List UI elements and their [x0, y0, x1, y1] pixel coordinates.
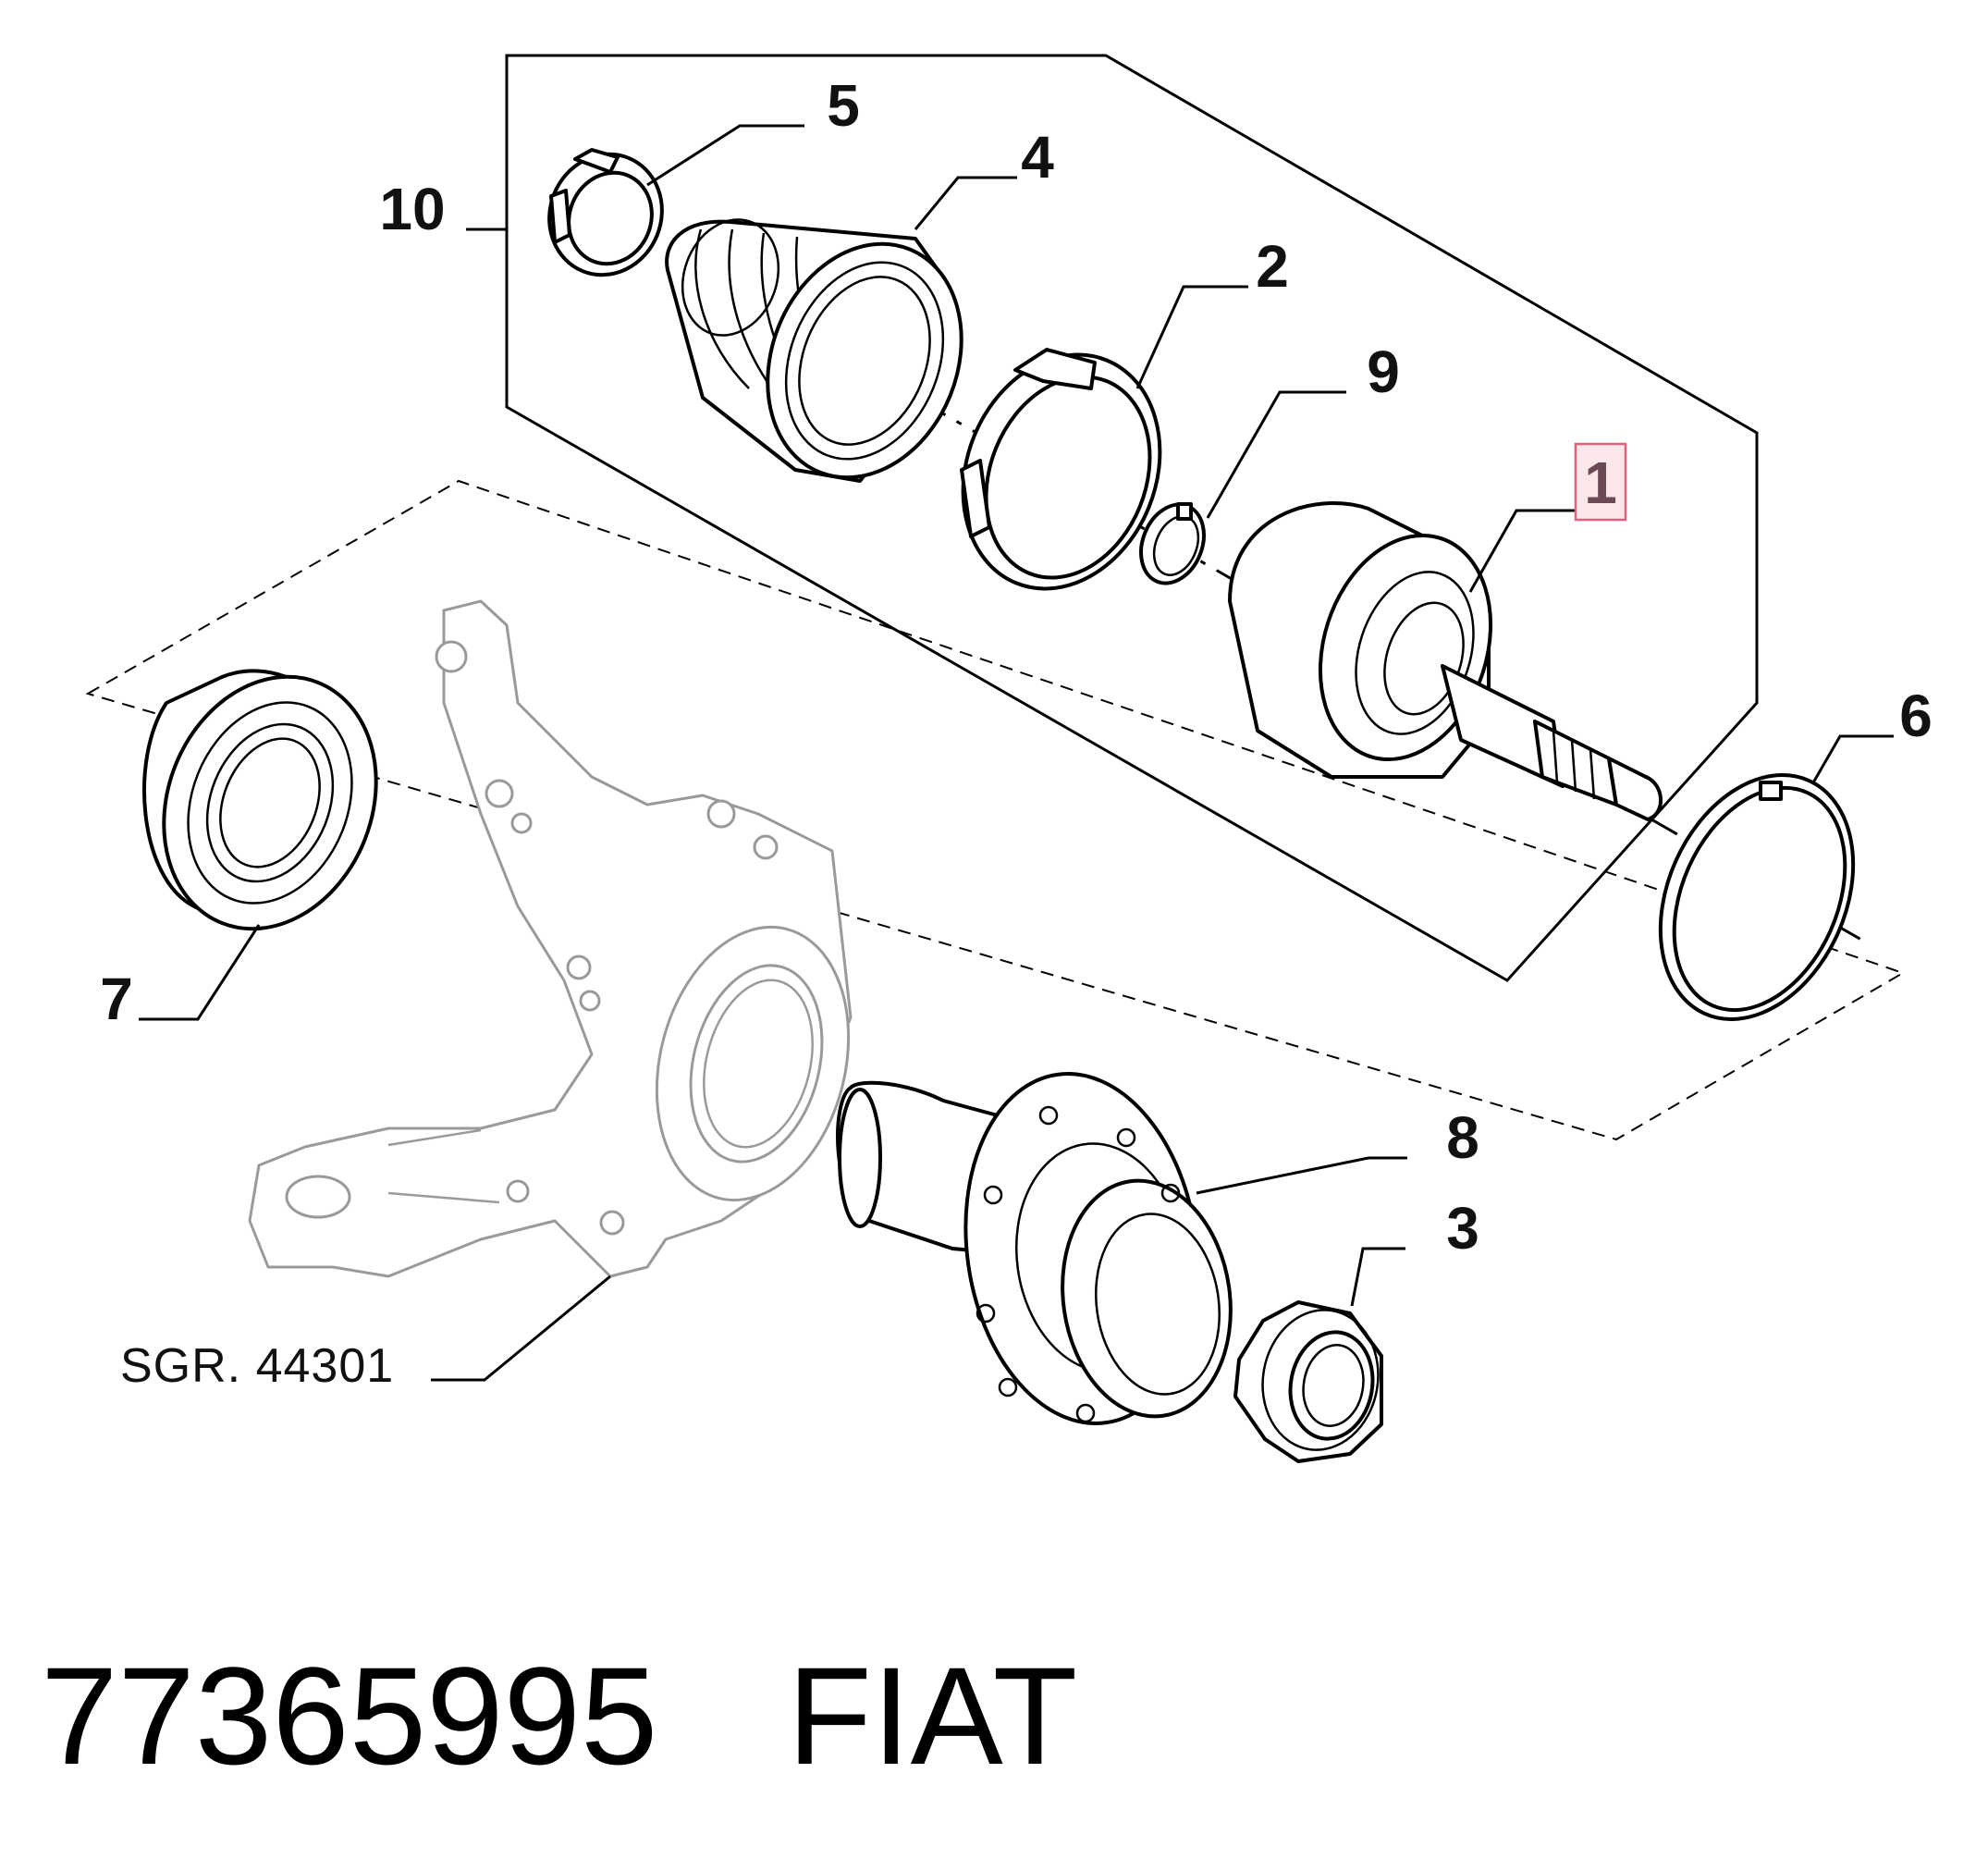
leader-line-2 [1135, 285, 1248, 389]
cv-joint-part-1 [1228, 501, 1663, 821]
boot-part-4 [665, 218, 963, 483]
leader-line-3 [1350, 1247, 1405, 1307]
callout-6: 6 [1899, 683, 1933, 749]
brand-name: FIAT [787, 1638, 1078, 1793]
assembly-frame-10 [505, 54, 1759, 982]
exploded-parts-diagram: 5 4 2 9 1 10 6 7 8 3 SGR. 44301 [85, 54, 1933, 1463]
callout-1: 1 [1584, 449, 1617, 516]
leader-line-7 [139, 924, 261, 1021]
leader-line-6 [1810, 734, 1894, 785]
clamp-part-2 [960, 348, 1162, 591]
bearing-part-7 [142, 669, 378, 931]
callout-7: 7 [100, 966, 133, 1032]
clamp-part-5 [547, 148, 664, 277]
highlight-box [1574, 442, 1627, 522]
dashed-group-frame [85, 479, 1906, 1141]
leader-line-9 [1206, 390, 1346, 519]
callout-2: 2 [1256, 233, 1289, 300]
nut-part-3 [1233, 1300, 1383, 1463]
leader-line-5 [646, 124, 804, 187]
callout-9: 9 [1367, 339, 1400, 405]
leader-line-ref [431, 1274, 611, 1382]
callout-4: 4 [1021, 124, 1054, 191]
reference-label: SGR. 44301 [120, 1339, 394, 1393]
callout-8: 8 [1446, 1104, 1479, 1171]
part-number: 77365995 [41, 1638, 658, 1793]
callout-5: 5 [827, 72, 860, 139]
snap-ring-part-9 [1139, 502, 1206, 585]
leader-line-8 [1196, 1156, 1407, 1195]
leader-line-4 [914, 176, 1017, 230]
callout-10: 10 [379, 176, 445, 242]
steering-knuckle-ref [248, 599, 853, 1278]
part-caption: 77365995 FIAT [41, 1637, 1945, 1794]
wheel-hub-part-8 [836, 1072, 1233, 1425]
leader-line-1 [1468, 509, 1576, 593]
callout-3: 3 [1446, 1195, 1479, 1262]
ring-part-6 [1658, 773, 1856, 1021]
